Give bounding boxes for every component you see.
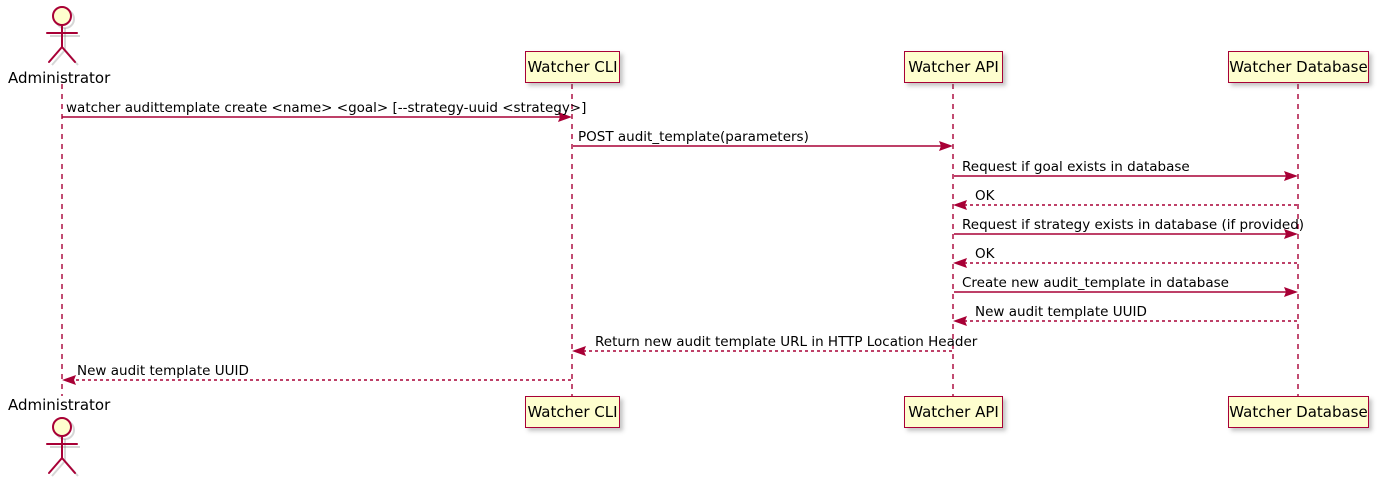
message-arrow-10: [62, 375, 571, 385]
message-label-9: Return new audit template URL in HTTP Lo…: [595, 334, 978, 350]
message-arrow-3: [954, 171, 1298, 181]
participant-box-watcher-api-top[interactable]: Watcher API: [904, 51, 1003, 83]
message-label-1: watcher audittemplate create <name> <goa…: [66, 100, 587, 116]
participant-box-watcher-database-top[interactable]: Watcher Database: [1228, 51, 1369, 83]
participant-label-administrator-bottom: Administrator: [8, 396, 111, 414]
message-arrow-9: [572, 346, 952, 356]
message-arrow-7: [954, 287, 1298, 297]
actor-head-icon: [52, 6, 72, 26]
message-label-10: New audit template UUID: [77, 363, 249, 379]
message-label-5: Request if strategy exists in database (…: [962, 217, 1305, 233]
message-arrow-4: [953, 200, 1297, 210]
lifelines: [61, 84, 1299, 396]
message-arrow-8: [953, 316, 1297, 326]
message-arrow-5: [954, 229, 1298, 239]
actor-head-icon-bottom: [52, 417, 72, 437]
message-label-3: Request if goal exists in database: [962, 159, 1190, 175]
message-arrow-2: [573, 141, 953, 151]
actor-figure-bottom: [46, 417, 80, 477]
participant-box-watcher-cli-top[interactable]: Watcher CLI: [525, 51, 620, 83]
message-label-2: POST audit_template(parameters): [578, 129, 809, 145]
message-label-8: New audit template UUID: [975, 304, 1147, 320]
participant-label-administrator-top: Administrator: [8, 69, 111, 87]
participant-box-watcher-database-bottom[interactable]: Watcher Database: [1228, 396, 1369, 428]
message-label-6: OK: [975, 246, 995, 262]
message-label-7: Create new audit_template in database: [962, 275, 1229, 291]
participant-box-watcher-api-bottom[interactable]: Watcher API: [904, 396, 1003, 428]
message-arrow-6: [953, 258, 1297, 268]
message-arrow-1: [62, 112, 572, 122]
actor-figure-top: [46, 6, 80, 66]
message-label-4: OK: [975, 188, 995, 204]
participant-box-watcher-cli-bottom[interactable]: Watcher CLI: [525, 396, 620, 428]
